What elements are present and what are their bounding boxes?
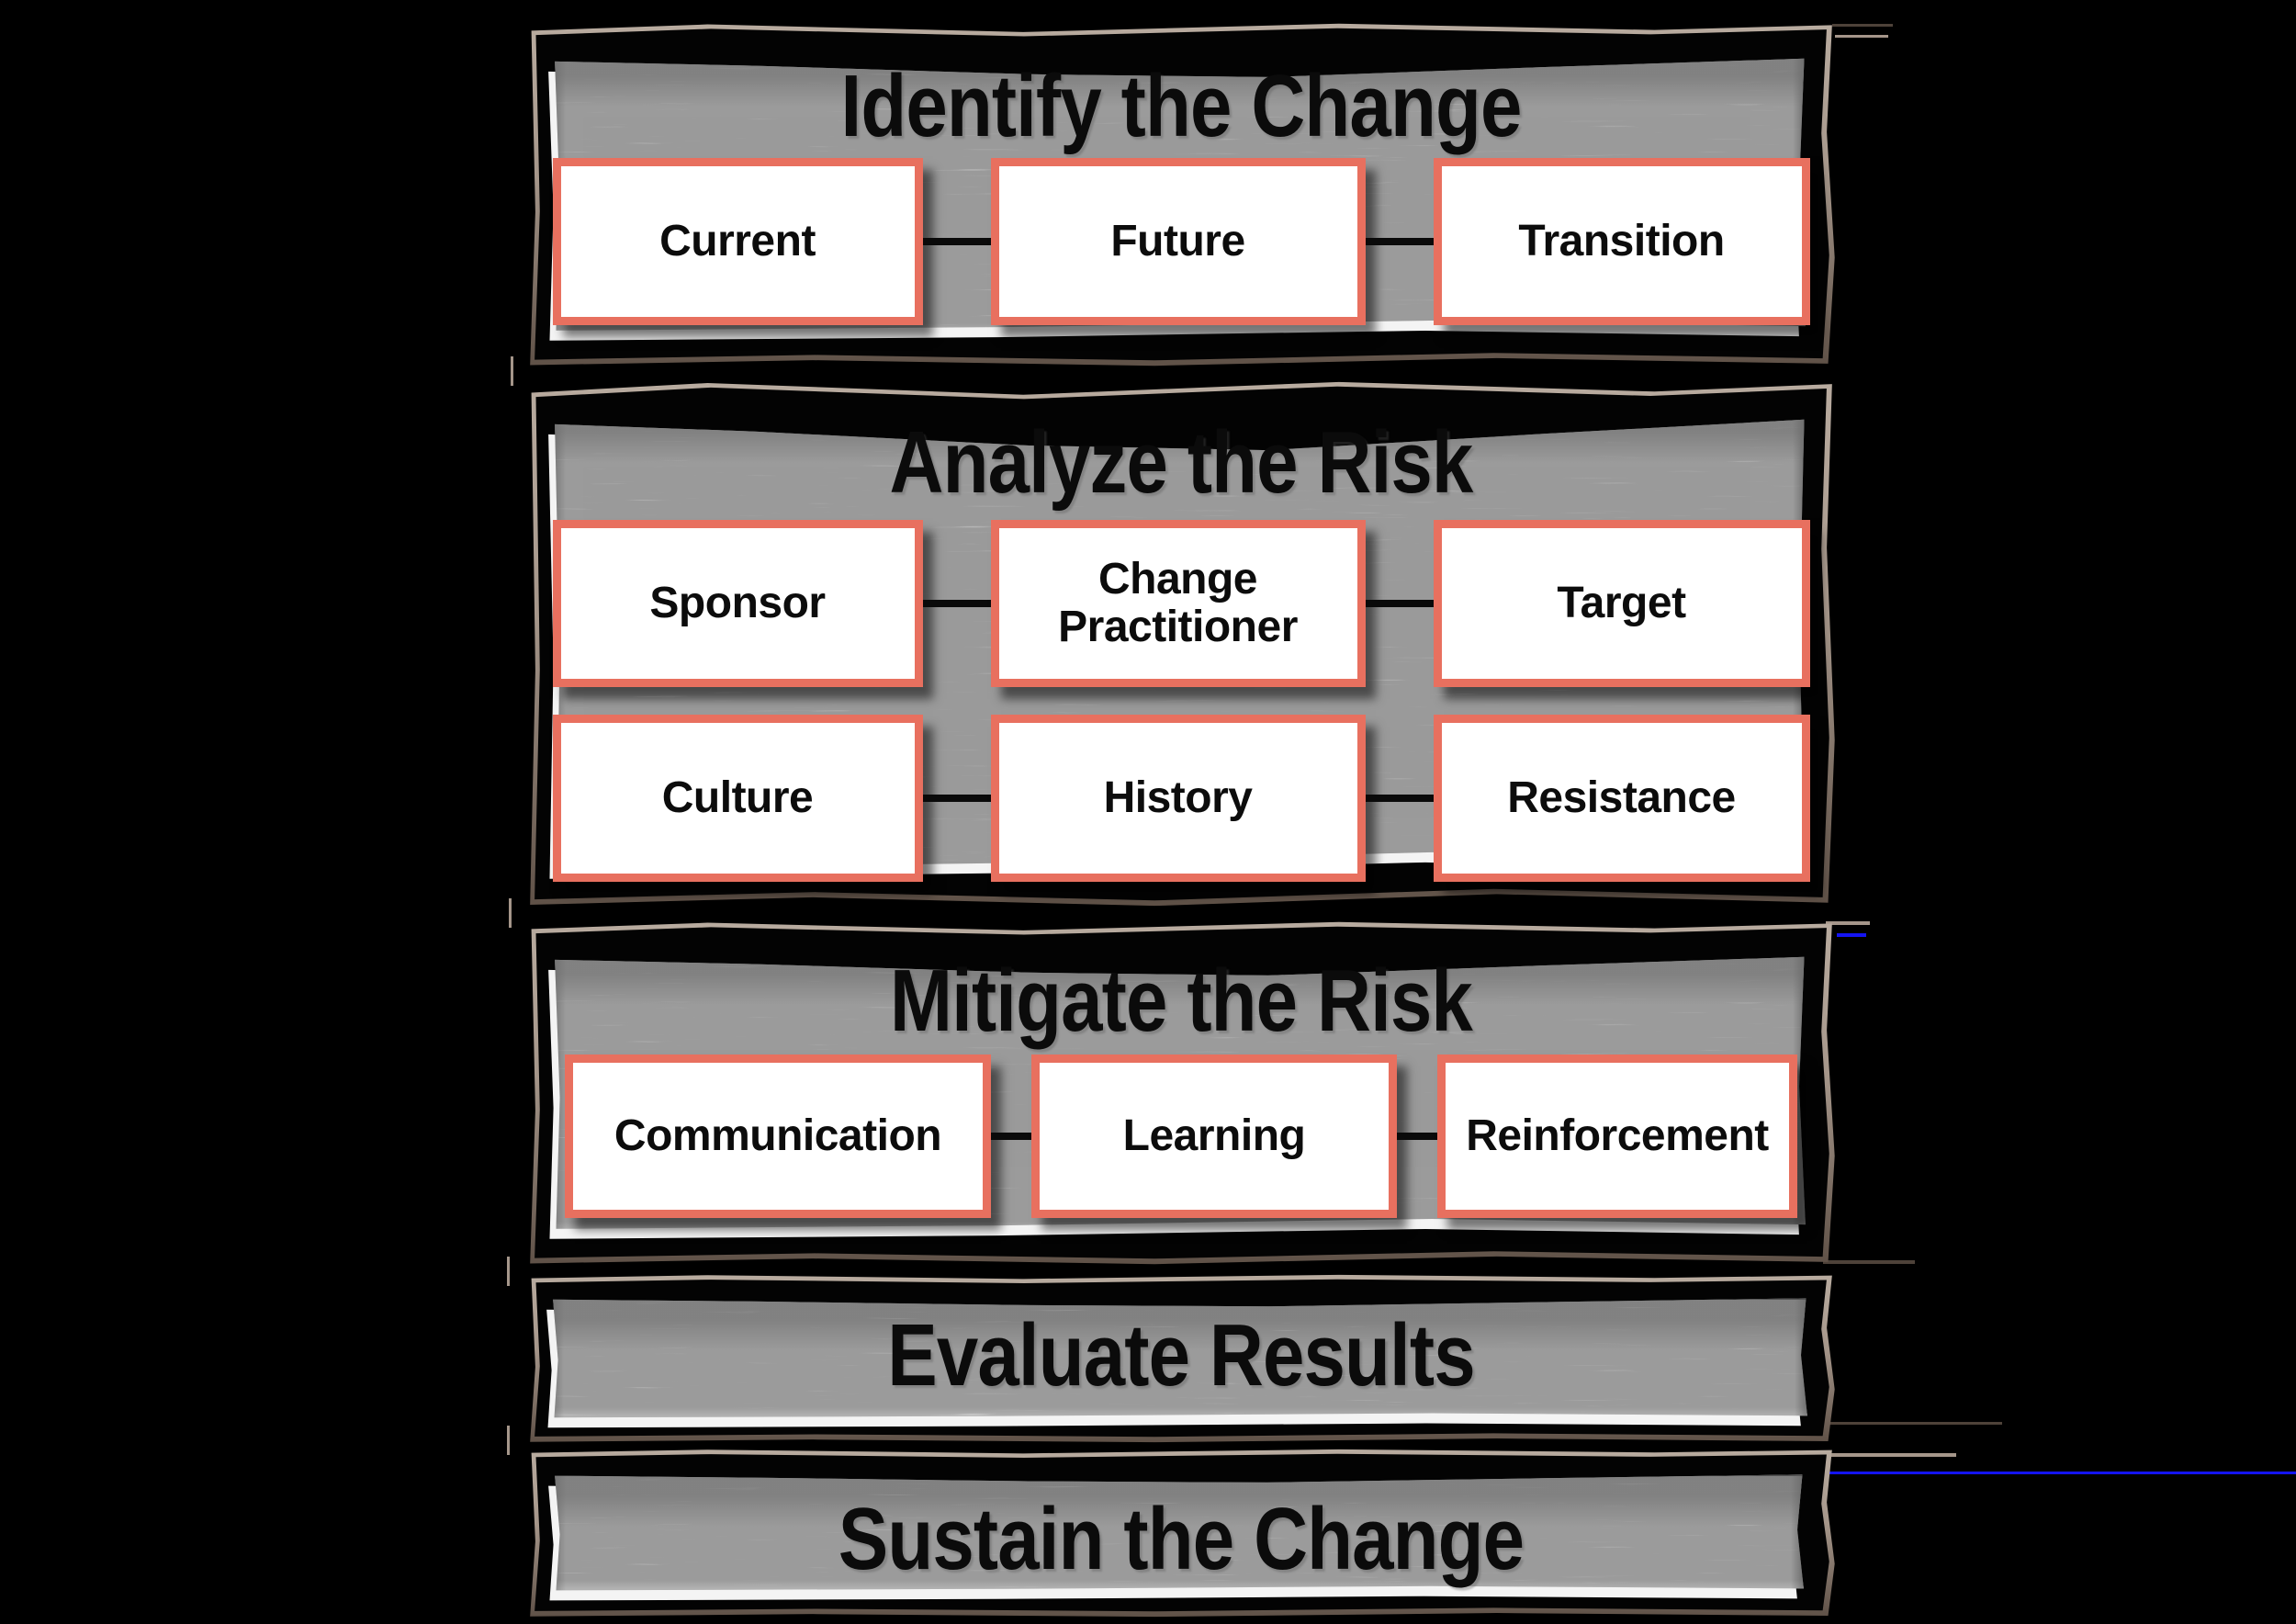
step-row: Culture History Resistance [523, 715, 1839, 882]
panel-sustain-the-change: Sustain the Change [523, 1448, 1839, 1618]
box-label: Learning [1122, 1111, 1306, 1161]
box-label: Resistance [1507, 773, 1736, 823]
sheet-edge-artifact [1832, 24, 1893, 27]
step-row: Current Future Transition [523, 158, 1839, 325]
connector-line [1365, 795, 1434, 802]
panel-title: Identify the Change [840, 57, 1523, 155]
box-label: History [1103, 773, 1253, 823]
box-label: Target [1557, 579, 1686, 628]
connector-line [1365, 600, 1434, 607]
sheet-edge-artifact [507, 1426, 510, 1455]
paper-grain-texture [553, 1298, 1807, 1418]
step-row: Sponsor Change Practitioner Target [523, 520, 1839, 687]
connector-line [1365, 238, 1434, 245]
box-label: Sponsor [649, 579, 826, 628]
connector-line [991, 1133, 1031, 1140]
box-label: Reinforcement [1466, 1111, 1769, 1161]
box-current: Current [552, 158, 923, 325]
connector-line [922, 238, 991, 245]
sheet-edge-artifact [509, 898, 512, 928]
blue-guide-line [1826, 1472, 2296, 1474]
box-future: Future [990, 158, 1366, 325]
panel-evaluate-results: Evaluate Results [523, 1273, 1839, 1444]
sheet-edge-artifact [511, 356, 513, 386]
box-history: History [990, 715, 1366, 882]
box-resistance: Resistance [1433, 715, 1810, 882]
sheet-edge-artifact [1823, 1453, 1956, 1457]
box-reinforcement: Reinforcement [1437, 1054, 1797, 1218]
box-transition: Transition [1433, 158, 1810, 325]
box-label: Current [659, 217, 816, 266]
paper [555, 1474, 1804, 1591]
step-row: Communication Learning Reinforcement [523, 1054, 1839, 1218]
connector-line [1397, 1133, 1437, 1140]
panel-title: Analyze the Risk [889, 413, 1474, 512]
paper-grain-texture [555, 1474, 1804, 1591]
paper [553, 1298, 1807, 1418]
panel-title: Evaluate Results [887, 1306, 1475, 1404]
panel-title: Sustain the Change [838, 1490, 1525, 1588]
sheet-edge-artifact [1823, 1422, 2002, 1425]
sheet-edge-artifact [1835, 35, 1888, 38]
box-label: Transition [1518, 217, 1725, 266]
box-label: Future [1110, 217, 1245, 266]
panel-mitigate-the-risk: Mitigate the Risk Communication Learning… [523, 919, 1839, 1268]
box-learning: Learning [1031, 1054, 1397, 1218]
sheet-edge-artifact [1823, 1260, 1915, 1264]
box-label: Culture [661, 773, 814, 823]
blue-guide-line [1837, 933, 1866, 937]
panel-analyze-the-risk: Analyze the Risk Sponsor Change Practiti… [523, 377, 1839, 911]
box-change-practitioner: Change Practitioner [990, 520, 1366, 687]
box-label: Change Practitioner [1058, 555, 1298, 651]
box-sponsor: Sponsor [552, 520, 923, 687]
box-culture: Culture [552, 715, 923, 882]
box-communication: Communication [565, 1054, 991, 1218]
connector-line [922, 600, 991, 607]
connector-line [922, 795, 991, 802]
panel-identify-the-change: Identify the Change Current Future Trans… [523, 20, 1839, 369]
sheet-edge-artifact [1826, 921, 1870, 925]
box-target: Target [1433, 520, 1810, 687]
panel-title: Mitigate the Risk [890, 952, 1473, 1050]
sheet-edge-artifact [507, 1257, 510, 1286]
box-label: Communication [613, 1111, 942, 1161]
